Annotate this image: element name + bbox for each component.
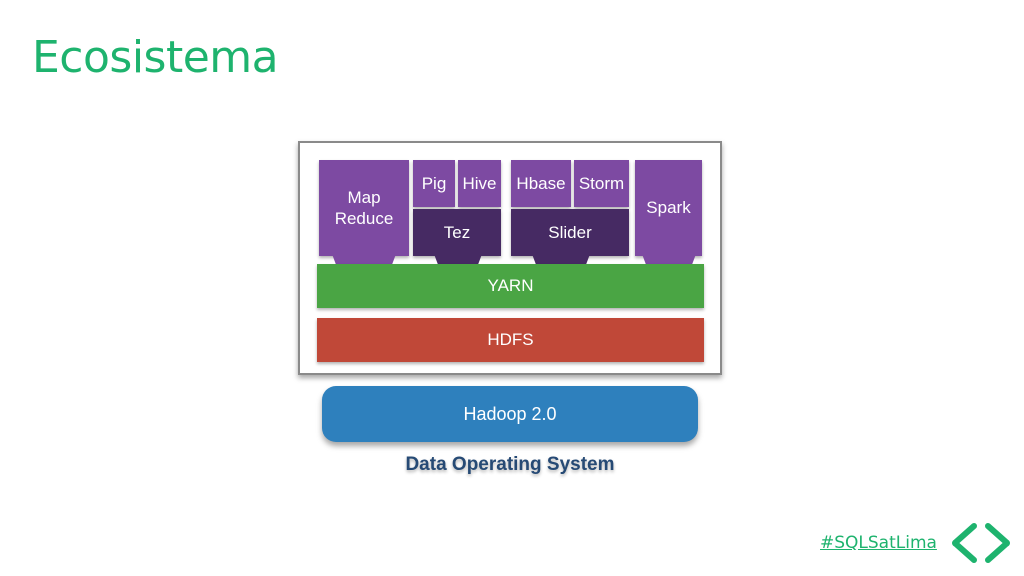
hadoop-platform: Hadoop 2.0 (322, 386, 698, 442)
mapreduce-box: Map Reduce (319, 160, 409, 256)
spark-box: Spark (635, 160, 702, 256)
slider-box: Slider (511, 209, 629, 256)
hive-box: Hive (458, 160, 501, 207)
event-hashtag[interactable]: #SQLSatLima (820, 533, 937, 553)
yarn-layer: YARN (317, 264, 704, 308)
storm-box: Storm (574, 160, 629, 207)
hdfs-layer: HDFS (317, 318, 704, 362)
chevron-brackets-icon (952, 523, 1010, 563)
pig-box: Pig (413, 160, 455, 207)
slide-title: Ecosistema (32, 32, 279, 83)
tez-box: Tez (413, 209, 501, 256)
hbase-box: Hbase (511, 160, 571, 207)
ecosystem-frame: Map Reduce Pig Hive Tez Hbase Storm Slid… (298, 141, 722, 375)
right-chevron-icon (985, 523, 1010, 563)
left-chevron-icon (952, 523, 977, 563)
diagram-caption: Data Operating System (405, 454, 615, 475)
